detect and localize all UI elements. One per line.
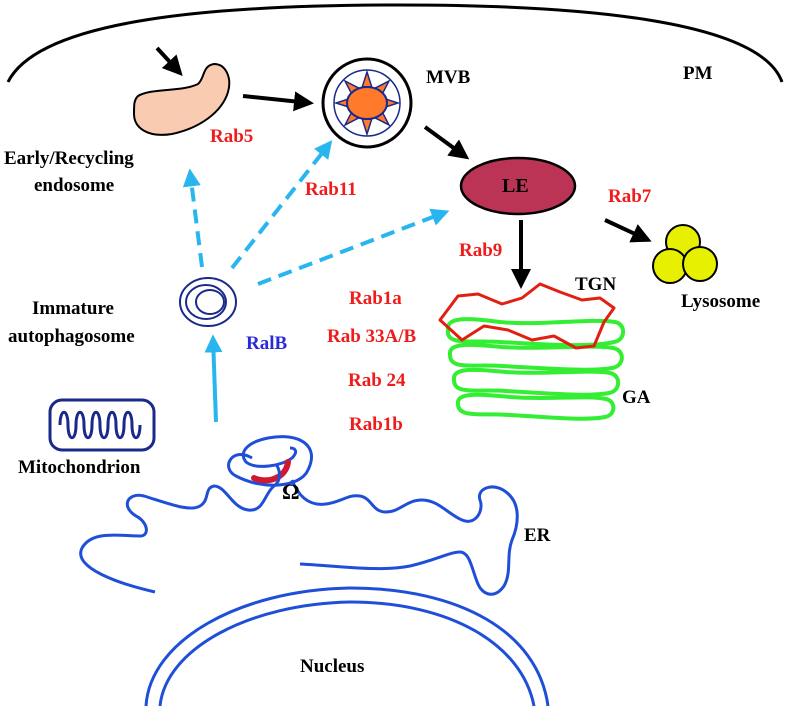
arrow-er-to-auto <box>204 334 223 423</box>
label-autophagosome: autophagosome <box>8 326 135 347</box>
immature-autophagosome <box>179 277 237 327</box>
label-lysosome: Lysosome <box>681 291 760 312</box>
mvb <box>321 57 413 149</box>
label-ga: GA <box>622 387 651 408</box>
label-rab1a: Rab1a <box>349 288 402 309</box>
label-pm: PM <box>683 63 713 84</box>
arrow-mvb-to-le <box>423 125 470 160</box>
nucleus-inner <box>158 600 536 707</box>
arrow-le-to-lysosome <box>604 218 652 243</box>
label-rab9: Rab9 <box>459 240 502 261</box>
label-rab11: Rab11 <box>305 179 357 200</box>
label-rab33: Rab 33A/B <box>327 326 417 347</box>
label-nucleus: Nucleus <box>300 656 364 677</box>
arrow-auto-to-le <box>257 208 450 286</box>
nuclear-envelope <box>144 586 550 707</box>
tgn <box>438 282 616 350</box>
label-endosome: endosome <box>34 175 114 196</box>
label-rab5: Rab5 <box>210 126 253 147</box>
black-arrows <box>155 46 652 289</box>
early-endosome <box>132 62 231 136</box>
label-omega: Ω <box>282 479 300 504</box>
label-immature: Immature <box>32 298 114 319</box>
label-mvb: MVB <box>426 67 471 88</box>
label-le: LE <box>502 175 529 197</box>
label-rab7: Rab7 <box>608 186 652 207</box>
cyan-arrows <box>182 140 450 423</box>
late-endosome <box>459 156 577 216</box>
omegasome-cradle <box>227 435 314 487</box>
arrow-endosome-to-mvb <box>242 91 314 112</box>
arrow-uptake <box>155 46 183 76</box>
arrow-auto-to-endosome <box>182 168 204 268</box>
label-er: ER <box>524 525 551 546</box>
label-tgn: TGN <box>575 274 616 295</box>
label-rab1b: Rab1b <box>349 414 403 435</box>
mitochondrion <box>48 398 156 452</box>
label-ralb: RalB <box>246 333 288 354</box>
endoplasmic-reticulum <box>79 463 519 596</box>
plasma-membrane <box>6 3 784 83</box>
lysosome <box>652 224 718 284</box>
label-early-recycling: Early/Recycling <box>4 148 134 169</box>
label-rab24: Rab 24 <box>348 370 406 391</box>
arrow-auto-to-mvb <box>230 140 333 270</box>
golgi-apparatus <box>445 317 626 421</box>
phagophore <box>251 459 291 484</box>
label-mitochondrion: Mitochondrion <box>18 457 141 478</box>
